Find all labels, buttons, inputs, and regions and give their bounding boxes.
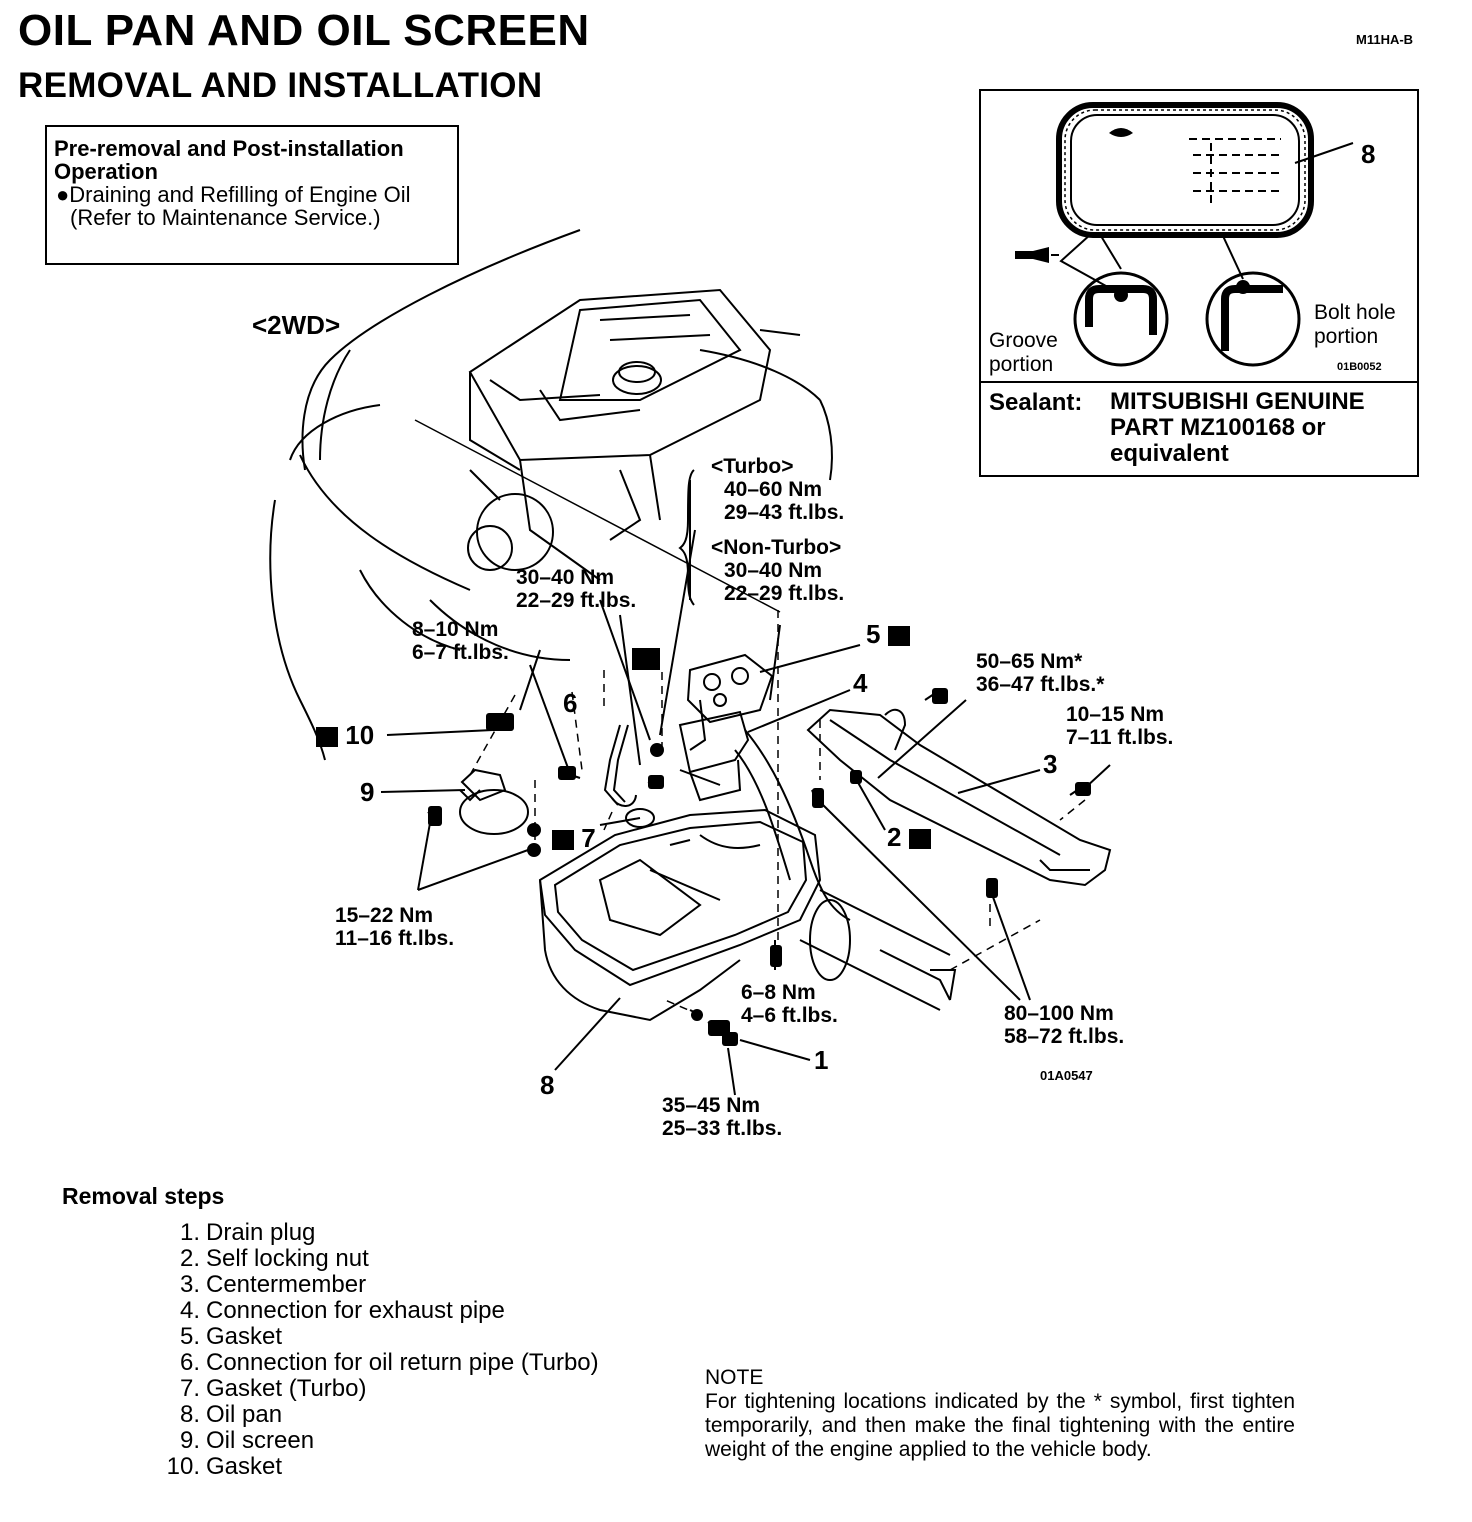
- list-item: 8.Oil pan: [179, 1401, 283, 1428]
- callout-3: 3: [1043, 749, 1058, 779]
- note-text: For tightening locations indicated by th…: [705, 1390, 1295, 1461]
- torque-nonturbo-head: <Non-Turbo>: [711, 536, 842, 559]
- removal-steps-heading: Removal steps: [62, 1183, 225, 1209]
- exploded-view-diagram: [269, 229, 1112, 1096]
- torque-30-nm: 30–40 Nm: [516, 566, 615, 589]
- oil-pan-inset-drawing: [1015, 102, 1354, 367]
- callout-2-number: 2: [887, 822, 902, 852]
- page-subtitle: REMOVAL AND INSTALLATION: [18, 66, 543, 105]
- new-part-icon: [887, 626, 910, 647]
- torque-6-nm: 6–8 Nm: [741, 981, 816, 1004]
- torque-35-nm: 35–45 Nm: [662, 1094, 761, 1117]
- torque-nonturbo-ft: 22–29 ft.lbs.: [724, 582, 845, 605]
- torque-50-nm: 50–65 Nm*: [976, 650, 1083, 673]
- bolt-hole-label-2: portion: [1314, 325, 1379, 348]
- torque-35-ft: 25–33 ft.lbs.: [662, 1117, 783, 1140]
- variant-label: <2WD>: [252, 310, 341, 340]
- callout-4: 4: [853, 668, 868, 698]
- bolt-hole-label-1: Bolt hole: [1314, 301, 1396, 324]
- torque-10-ft: 7–11 ft.lbs.: [1066, 726, 1174, 749]
- sealant-text: MITSUBISHI GENUINE PART MZ100168 or equi…: [1110, 389, 1365, 467]
- list-item: 2.Self locking nut: [179, 1245, 369, 1272]
- pre-removal-heading-1: Pre-removal and Post-installation: [54, 136, 404, 161]
- torque-15-nm: 15–22 Nm: [335, 904, 434, 927]
- new-part-icon: [552, 830, 574, 851]
- callout-7: 7: [552, 823, 596, 854]
- inset-part-number: 8: [1361, 139, 1376, 169]
- inset-figure-code: 01B0052: [1337, 361, 1382, 373]
- torque-8-nm: 8–10 Nm: [412, 618, 499, 641]
- callout-10-number: 10: [345, 720, 375, 750]
- torque-80-nm: 80–100 Nm: [1004, 1002, 1114, 1025]
- pre-removal-bullet-1: ●Draining and Refilling of Engine Oil: [56, 182, 411, 207]
- torque-turbo-head: <Turbo>: [711, 455, 794, 478]
- torque-50-ft: 36–47 ft.lbs.*: [976, 673, 1105, 696]
- callout-6: 6: [563, 688, 578, 718]
- note-block: NOTE For tightening locations indicated …: [705, 1366, 1295, 1462]
- callout-8: 8: [540, 1070, 555, 1100]
- sealant-box: 8 Groove portion Bolt hole portion 01B00…: [979, 89, 1419, 477]
- sealant-divider: [981, 381, 1417, 383]
- list-item: 6.Connection for oil return pipe (Turbo): [179, 1349, 599, 1376]
- torque-8-ft: 6–7 ft.lbs.: [412, 641, 509, 664]
- page-title: OIL PAN AND OIL SCREEN: [18, 6, 590, 55]
- callout-5: 5: [866, 619, 910, 650]
- callout-10: 10: [316, 720, 374, 751]
- groove-label-2: portion: [989, 353, 1054, 376]
- torque-15-ft: 11–16 ft.lbs.: [335, 927, 455, 950]
- list-item: 4.Connection for exhaust pipe: [179, 1297, 505, 1324]
- callout-5-number: 5: [866, 619, 881, 649]
- torque-80-ft: 58–72 ft.lbs.: [1004, 1025, 1125, 1048]
- callout-2: 2: [887, 822, 931, 853]
- pre-removal-bullet-2: (Refer to Maintenance Service.): [70, 205, 381, 230]
- sealant-line-1: MITSUBISHI GENUINE: [1110, 388, 1365, 415]
- note-heading: NOTE: [705, 1366, 764, 1389]
- list-item: 10.Gasket: [166, 1453, 283, 1480]
- torque-10-nm: 10–15 Nm: [1066, 703, 1165, 726]
- torque-30-ft: 22–29 ft.lbs.: [516, 589, 637, 612]
- list-item: 7.Gasket (Turbo): [179, 1375, 367, 1402]
- list-item: 5.Gasket: [179, 1323, 283, 1350]
- torque-turbo-ft: 29–43 ft.lbs.: [724, 501, 845, 524]
- pre-removal-heading-2: Operation: [54, 159, 158, 184]
- callout-7-number: 7: [581, 823, 596, 853]
- groove-label-1: Groove: [989, 329, 1058, 352]
- list-item: 1.Drain plug: [179, 1219, 316, 1246]
- pre-removal-box: Pre-removal and Post-installation Operat…: [45, 125, 459, 265]
- sealant-label: Sealant:: [989, 389, 1083, 416]
- figure-code: 01A0547: [1040, 1068, 1093, 1083]
- new-part-icon: [908, 829, 931, 850]
- new-part-icon: [316, 727, 338, 748]
- removal-steps-list: 1.Drain plug 2.Self locking nut 3.Center…: [150, 1220, 599, 1480]
- list-item: 3.Centermember: [179, 1271, 367, 1298]
- torque-6-ft: 4–6 ft.lbs.: [741, 1004, 838, 1027]
- torque-nonturbo-nm: 30–40 Nm: [724, 559, 823, 582]
- list-item: 9.Oil screen: [179, 1427, 315, 1454]
- sealant-line-3: equivalent: [1110, 440, 1229, 467]
- doc-id: M11HA-B: [1356, 32, 1414, 47]
- callout-1: 1: [814, 1045, 829, 1075]
- callout-9: 9: [360, 777, 375, 807]
- sealant-line-2: PART MZ100168 or: [1110, 414, 1326, 441]
- torque-turbo-nm: 40–60 Nm: [724, 478, 823, 501]
